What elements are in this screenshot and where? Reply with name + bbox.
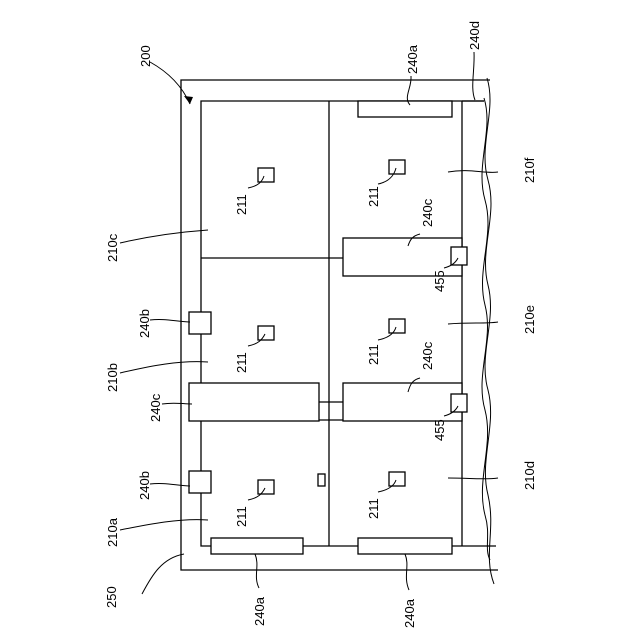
vent-240a-bottom-left (211, 538, 303, 554)
label-211-b: 211 (366, 186, 381, 207)
label-240c-right-lower: 240c (420, 341, 435, 370)
box-455-upper (451, 247, 467, 265)
label-240a-bottom-right: 240a (402, 598, 417, 628)
box-211-d (389, 319, 405, 333)
label-240c-right-upper: 240c (420, 198, 435, 227)
label-211-f: 211 (366, 498, 381, 519)
box-240b-upper (189, 312, 211, 334)
label-210e: 210e (522, 305, 537, 334)
label-240a-bottom-left: 240a (252, 596, 267, 626)
arrowhead-200 (184, 96, 193, 104)
box-211-c (258, 326, 274, 340)
label-240d: 240d (467, 21, 482, 50)
leader-lines (120, 52, 498, 594)
box-211-e (258, 480, 274, 494)
label-210d: 210d (522, 461, 537, 490)
label-240a-top: 240a (405, 44, 420, 74)
label-240b-lower: 240b (137, 471, 152, 500)
box-240c-left (189, 383, 319, 421)
label-240b-upper: 240b (137, 309, 152, 338)
label-455-upper: 455 (432, 270, 447, 292)
box-240c-right-lower (343, 383, 462, 421)
label-250: 250 (104, 586, 119, 608)
label-200: 200 (138, 45, 153, 67)
box-211-a (258, 168, 274, 182)
outer-enclosure (181, 80, 498, 570)
label-211-c: 211 (234, 352, 249, 373)
label-210f: 210f (522, 157, 537, 183)
box-455-lower (451, 394, 467, 412)
small-device (318, 474, 325, 486)
label-240c-left: 240c (148, 393, 163, 422)
box-211-b (389, 160, 405, 174)
vent-240a-bottom-right (358, 538, 452, 554)
label-210c: 210c (105, 233, 120, 262)
label-210a: 210a (105, 517, 120, 547)
label-211-d: 211 (366, 344, 381, 365)
label-211-a: 211 (234, 194, 249, 215)
label-210b: 210b (105, 363, 120, 392)
break-line-outer (485, 78, 494, 584)
vent-240a-top (358, 101, 452, 117)
box-211-f (389, 472, 405, 486)
box-240b-lower (189, 471, 211, 493)
label-211-e: 211 (234, 506, 249, 527)
label-455-lower: 455 (432, 419, 447, 441)
